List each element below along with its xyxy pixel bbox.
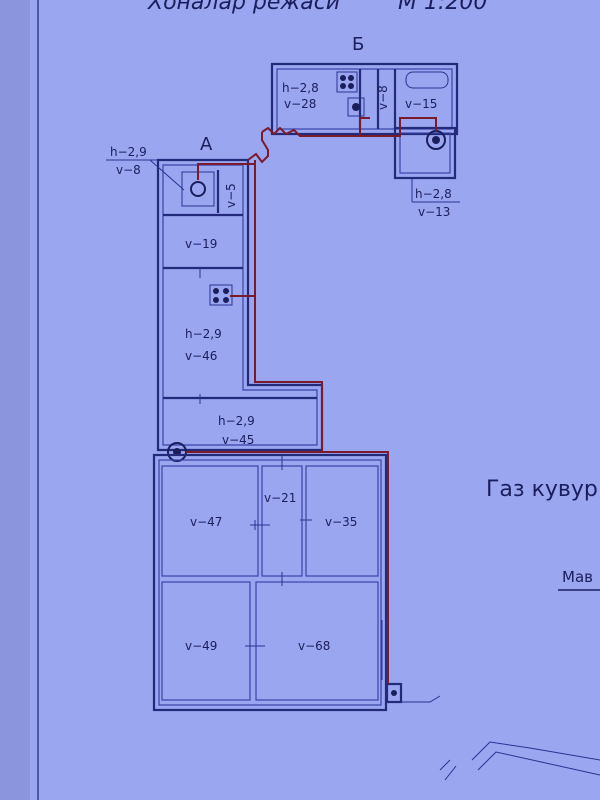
room-35-outline — [305, 465, 379, 577]
room-68-volume: v−68 — [298, 639, 330, 653]
room-21-volume: v−21 — [264, 491, 296, 505]
leader-line — [149, 159, 185, 191]
room-wc-volume: v−5 — [224, 183, 238, 208]
room-b-main-height: h−2,8 — [282, 81, 319, 95]
room-68-outline — [255, 581, 379, 701]
legend-sketch — [471, 741, 600, 761]
room-45-height: h−2,9 — [218, 414, 255, 428]
annex-height: h−2,8 — [415, 187, 452, 201]
block-label-a: А — [200, 134, 213, 155]
gas-pipe-segment — [261, 117, 370, 137]
boiler-core — [352, 103, 360, 111]
block-b-annex-inner — [399, 132, 451, 174]
room-47-outline — [161, 465, 259, 577]
block-b: h−2,8 v−28 v−8 v−15 h−2,8 v−13 — [270, 62, 460, 219]
block-b-outer-wall — [270, 62, 459, 136]
room-47-volume: v−47 — [190, 515, 222, 529]
stove-burner — [213, 297, 219, 303]
gas-box-core — [391, 690, 397, 696]
room-46-volume: v−46 — [185, 349, 217, 363]
small-room-volume: v−8 — [116, 163, 141, 177]
gas-pipe-segment — [186, 160, 323, 453]
room-b-bath-volume: v−15 — [405, 97, 437, 111]
block-b-inner-wall — [276, 68, 453, 130]
stove-burner — [348, 83, 354, 89]
stove-burner — [340, 83, 346, 89]
gas-box-icon — [385, 682, 403, 704]
stove-burner — [340, 75, 346, 81]
legend-sketch — [477, 751, 600, 776]
gas-pipe-segment — [247, 132, 269, 164]
boiler-icon — [347, 97, 365, 117]
paper-margin-shade — [0, 0, 30, 800]
room-49-volume: v−49 — [185, 639, 217, 653]
small-room-height: h−2,9 — [110, 145, 147, 159]
plan-scale: М 1:200 — [398, 0, 487, 15]
legend-caption: Мав — [562, 568, 593, 586]
gas-pipe-segment — [360, 117, 437, 137]
gas-pipe-caption: Газ кувур — [486, 477, 598, 502]
block-label-b: Б — [352, 34, 364, 55]
room-19-volume: v−19 — [185, 237, 217, 251]
room-b-narrow-volume: v−8 — [376, 85, 390, 110]
gas-pipe-segment — [197, 163, 255, 180]
stove-icon — [336, 71, 358, 93]
stove-burner — [223, 297, 229, 303]
bathtub-icon — [405, 71, 449, 89]
room-45-volume: v−45 — [222, 433, 254, 447]
legend-sketch — [439, 759, 457, 781]
toilet-bowl — [190, 181, 206, 197]
block-a-lower-inner — [158, 459, 382, 706]
block-a-lower-wall — [152, 453, 388, 712]
stove-burner — [213, 288, 219, 294]
stove-burner — [348, 75, 354, 81]
stove-burner — [223, 288, 229, 294]
gas-pipe-exit — [401, 695, 441, 703]
plan-title: Хоналар режаси — [147, 0, 340, 15]
room-49-outline — [161, 581, 251, 701]
room-35-volume: v−35 — [325, 515, 357, 529]
gas-pipe-route — [186, 117, 441, 703]
gas-pipe-segment — [322, 451, 389, 684]
room-46-height: h−2,9 — [185, 327, 222, 341]
room-b-main-volume: v−28 — [284, 97, 316, 111]
gas-meter-core — [432, 136, 440, 144]
block-b-annex-wall — [393, 126, 457, 180]
annex-volume: v−13 — [418, 205, 450, 219]
